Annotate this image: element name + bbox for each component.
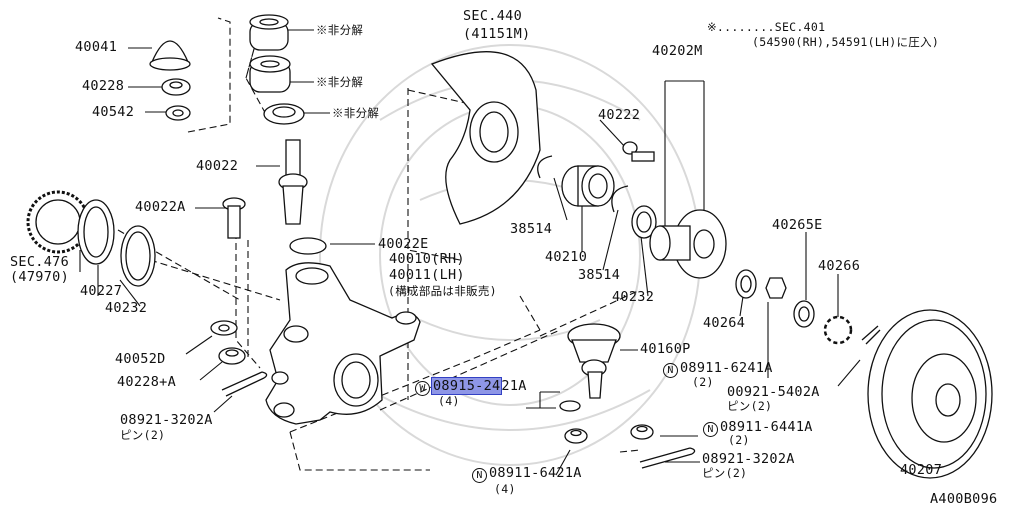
label-qty-4-n: (4) xyxy=(494,482,516,496)
label-no-disassembly-2: ※非分解 xyxy=(316,75,364,89)
washer-symbol-icon: W xyxy=(415,381,430,396)
label-40022a: 40022A xyxy=(135,199,186,215)
nut-symbol-icon: N xyxy=(663,363,678,378)
label-40010-rh: 40010(RH) xyxy=(389,251,465,267)
label-pin2-mid: ピン(2) xyxy=(727,399,773,413)
label-40227: 40227 xyxy=(80,283,123,299)
label-not-sold-separately: (構成部品は非販売) xyxy=(388,284,497,298)
nut-symbol-icon: N xyxy=(703,422,718,437)
label-no-disassembly-3: ※非分解 xyxy=(332,106,380,120)
label-40232-right: 40232 xyxy=(612,289,655,305)
label-note-text: (54590(RH),54591(LH)に圧入) xyxy=(752,35,940,49)
label-sec440-sub: (41151M) xyxy=(463,26,531,42)
label-40266: 40266 xyxy=(818,258,861,274)
label-40022: 40022 xyxy=(196,158,239,174)
label-40232-left: 40232 xyxy=(105,300,148,316)
diagram-id: A400B096 xyxy=(930,491,998,507)
label-40022e: 40022E xyxy=(378,236,429,252)
label-40264: 40264 xyxy=(703,315,746,331)
label-38514-a: 38514 xyxy=(510,221,553,237)
label-08921-3202a-left: 08921-3202A xyxy=(120,412,213,428)
label-40228a: 40228+A xyxy=(117,374,176,390)
label-40542: 40542 xyxy=(92,104,135,120)
label-40160p: 40160P xyxy=(640,341,691,357)
label-08921-3202a-right: 08921-3202A xyxy=(702,451,795,467)
label-40052d: 40052D xyxy=(115,351,166,367)
selected-part-number[interactable]: 08915-24 xyxy=(430,377,503,395)
label-sec440: SEC.440 xyxy=(463,8,522,24)
label-qty-2-a: (2) xyxy=(692,375,714,389)
label-no-disassembly-1: ※非分解 xyxy=(316,23,364,37)
label-40202m: 40202M xyxy=(652,43,703,59)
label-40210: 40210 xyxy=(545,249,588,265)
label-40041: 40041 xyxy=(75,39,118,55)
label-40207: 40207 xyxy=(900,462,943,478)
label-38514-b: 38514 xyxy=(578,267,621,283)
label-qty-4-w: (4) xyxy=(438,394,460,408)
label-40265e: 40265E xyxy=(772,217,823,233)
label-qty-2-b: (2) xyxy=(728,433,750,447)
label-40228: 40228 xyxy=(82,78,125,94)
label-pin2-left: ピン(2) xyxy=(120,428,166,442)
label-00921-5402a: 00921-5402A xyxy=(727,384,820,400)
leader-lines xyxy=(79,29,931,476)
parts xyxy=(26,14,993,479)
label-note-ref: ※........SEC.401 xyxy=(707,20,826,34)
label-40222: 40222 xyxy=(598,107,641,123)
label-sec476: SEC.476 xyxy=(10,254,69,270)
label-sec476-sub: (47970) xyxy=(10,269,69,285)
label-pin2-right: ピン(2) xyxy=(702,466,748,480)
nut-symbol-icon: N xyxy=(472,468,487,483)
label-40011-lh: 40011(LH) xyxy=(389,267,465,283)
